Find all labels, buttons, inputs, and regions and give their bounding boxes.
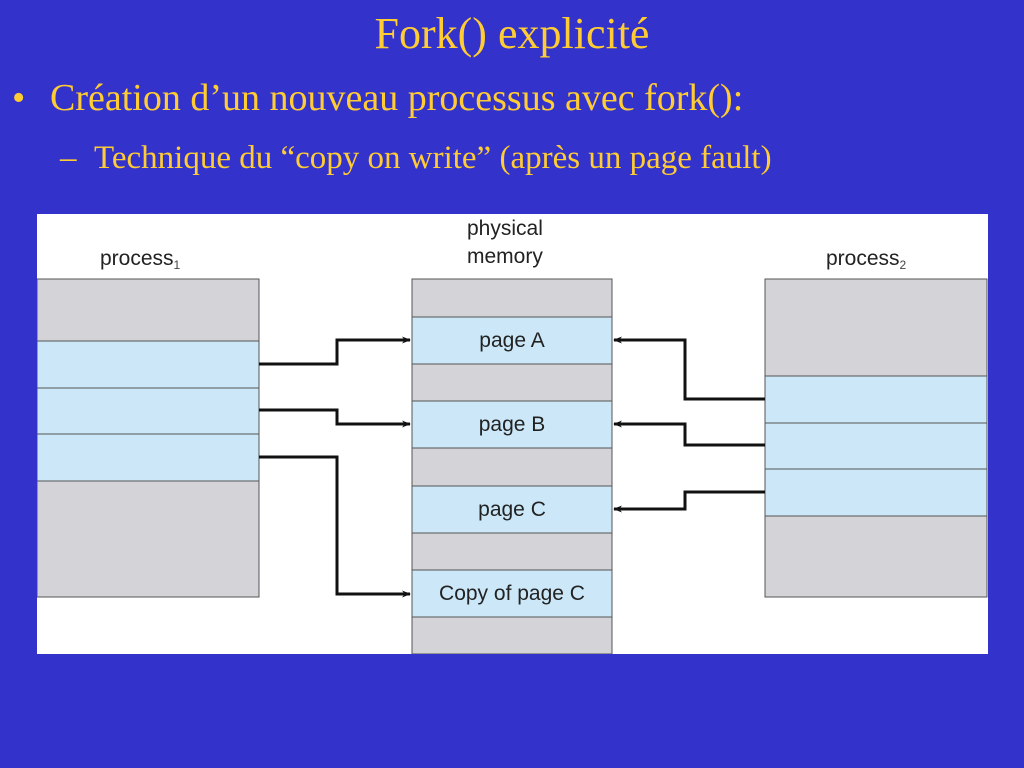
arrow-p2-to-page-a: [613, 336, 765, 401]
arrow-p1-to-copy-page-c: [259, 455, 411, 598]
memory-block-2: [411, 363, 613, 402]
bullet-text: Création d’un nouveau processus avec for…: [50, 77, 744, 119]
process1-block-bottom: [37, 480, 260, 598]
memory-column: [411, 278, 613, 654]
process2-page-c: [764, 468, 988, 517]
process1-page-b: [37, 387, 260, 435]
process1-page-c: [37, 433, 260, 482]
bullet-marker: •: [12, 77, 26, 119]
process1-column: [37, 278, 260, 598]
process2-page-a: [764, 375, 988, 424]
memory-page-a: [411, 316, 613, 365]
sub-bullet-1: –Technique du “copy on write” (après un …: [60, 136, 772, 180]
slide-title: Fork() explicité: [374, 9, 650, 58]
bullet-1: • Création d’un nouveau processus avec fo…: [12, 74, 743, 122]
process2-label: process2: [826, 247, 907, 272]
process1-page-a: [37, 340, 260, 389]
memory-label-line2: memory: [467, 245, 543, 268]
arrow-p1-to-page-a: [259, 336, 411, 366]
process2-block-top: [764, 278, 988, 377]
process2-page-b: [764, 422, 988, 470]
memory-block-5: [411, 616, 613, 654]
process2-column: [764, 278, 988, 598]
sub-bullet-marker: –: [60, 140, 77, 176]
memory-block-1: [411, 278, 613, 318]
process2-arrows: [613, 336, 765, 513]
process1-arrows: [259, 336, 411, 598]
page-b-label: page B: [478, 413, 546, 436]
memory-block-3: [411, 447, 613, 487]
arrow-p2-to-page-c: [613, 490, 765, 513]
process1-block-top: [37, 278, 260, 342]
arrow-p2-to-page-b: [613, 420, 765, 447]
memory-page-b: [411, 400, 613, 449]
process1-label: process1: [100, 247, 181, 272]
memory-copy-page-c: [411, 569, 613, 618]
page-a-label: page A: [479, 329, 545, 352]
process2-block-bottom: [764, 515, 988, 598]
copy-page-c-label: Copy of page C: [439, 582, 585, 605]
arrow-p1-to-page-b: [259, 408, 411, 428]
memory-label-line1: physical: [467, 217, 543, 240]
page-c-label: page C: [478, 498, 546, 521]
sub-bullet-text: Technique du “copy on write” (après un p…: [94, 140, 772, 176]
memory-block-4: [411, 532, 613, 571]
copy-on-write-diagram: process1 process2 physical memory page A…: [37, 214, 988, 654]
diagram-svg: [37, 278, 988, 654]
